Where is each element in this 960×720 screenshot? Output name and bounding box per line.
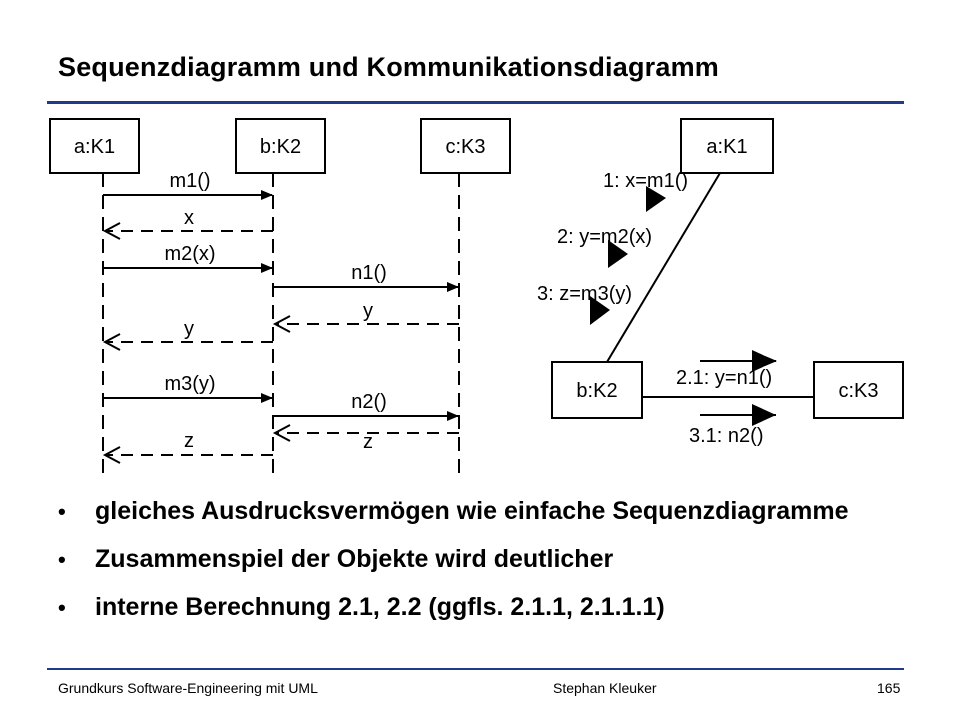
return-y1-head xyxy=(272,315,291,333)
direction-arrow-icon xyxy=(646,186,666,212)
lifeline-label-c: c:K3 xyxy=(445,136,485,158)
message-n1-label: n1() xyxy=(351,262,387,284)
message-m3-label: m3(y) xyxy=(164,373,215,395)
message-m1-label: m1() xyxy=(169,170,210,192)
object-c xyxy=(813,361,904,419)
bullet-text: Zusammenspiel der Objekte wird deutliche… xyxy=(95,545,614,573)
return-x-label: x xyxy=(184,207,194,229)
slide-title: Sequenzdiagramm und Kommunikationsdiagra… xyxy=(58,52,720,82)
return-z2-head xyxy=(102,446,121,464)
comm-message-2-1: 2.1: y=n1() xyxy=(676,367,772,389)
comm-message-3-1: 3.1: n2() xyxy=(689,425,763,447)
comm-message-3: 3: z=m3(y) xyxy=(537,283,632,305)
object-c-label: c:K3 xyxy=(838,380,878,402)
title-divider xyxy=(47,101,904,104)
lifeline-head-b xyxy=(235,118,326,174)
footer-course: Grundkurs Software-Engineering mit UML xyxy=(58,680,318,696)
footer-divider xyxy=(47,668,904,670)
return-y2-label: y xyxy=(184,318,194,340)
direction-arrow-icon xyxy=(608,240,628,268)
page-number: 165 xyxy=(877,680,901,696)
bullet-icon: • xyxy=(58,595,66,620)
object-b xyxy=(551,361,643,419)
comm-message-2: 2: y=m2(x) xyxy=(557,226,652,248)
return-z1-label: z xyxy=(363,431,373,453)
bullet-item: • interne Berechnung 2.1, 2.2 (ggfls. 2.1… xyxy=(58,592,908,623)
sequence-diagram: a:K1 b:K2 c:K3 m1() x m2(x) n1() y y m3(… xyxy=(49,118,511,475)
link-a-b xyxy=(606,172,721,363)
return-z1-head xyxy=(272,424,291,442)
bullet-text: interne Berechnung 2.1, 2.2 (ggfls. 2.1.… xyxy=(95,593,665,621)
bullet-icon: • xyxy=(58,547,66,572)
object-a xyxy=(680,118,774,174)
message-n2-label: n2() xyxy=(351,391,387,413)
bullet-text: gleiches Ausdrucksvermögen wie einfache … xyxy=(95,497,849,525)
bullet-item: • Zusammenspiel der Objekte wird deutlich… xyxy=(58,544,908,575)
lifeline-head-c xyxy=(420,118,511,174)
lifeline-head-a xyxy=(49,118,140,174)
return-y1-label: y xyxy=(363,300,373,322)
return-z2-label: z xyxy=(184,430,194,452)
return-y2-head xyxy=(102,333,121,351)
bullet-icon: • xyxy=(58,499,66,524)
object-b-label: b:K2 xyxy=(576,380,617,402)
uml-diagrams: a:K1 b:K2 c:K3 m1() x m2(x) n1() y y m3(… xyxy=(49,118,904,475)
direction-arrow-icon xyxy=(590,296,610,325)
footer-author: Stephan Kleuker xyxy=(553,680,657,696)
comm-message-1: 1: x=m1() xyxy=(603,170,688,192)
direction-arrow-icon xyxy=(752,404,776,426)
lifeline-label-a: a:K1 xyxy=(74,136,115,158)
message-m2-label: m2(x) xyxy=(164,243,215,265)
return-x-head xyxy=(102,222,121,240)
bullet-item: • gleiches Ausdrucksvermögen wie einfache… xyxy=(58,496,908,527)
object-a-label: a:K1 xyxy=(706,136,747,158)
communication-diagram: a:K1 b:K2 c:K3 1: x=m1() 2: y=m2(x) 3: z… xyxy=(537,118,904,447)
direction-arrow-icon xyxy=(752,350,776,372)
lifeline-label-b: b:K2 xyxy=(260,136,301,158)
bullet-list: • gleiches Ausdrucksvermögen wie einfache… xyxy=(58,496,908,640)
